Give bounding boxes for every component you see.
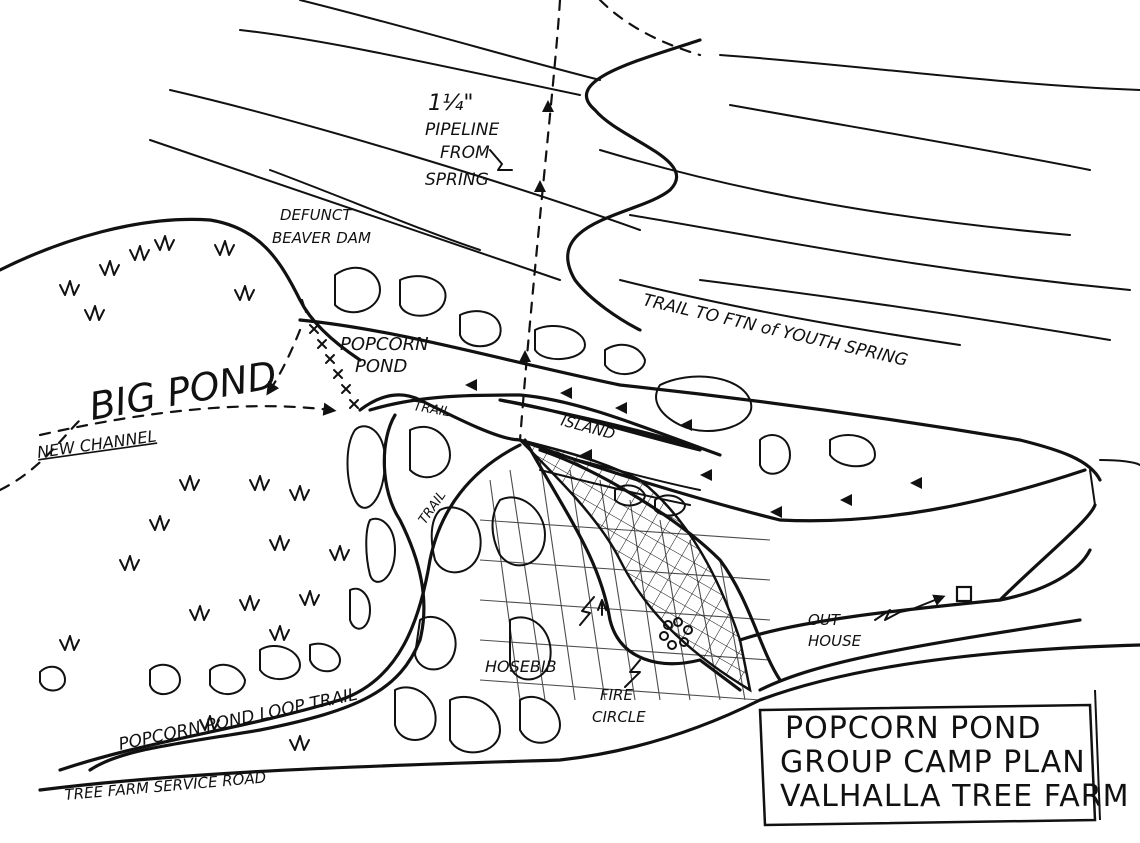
pipeline-label-1: PIPELINE: [425, 120, 499, 140]
hillside-contours: [149, 0, 1140, 346]
vegetation-blobs: [39, 266, 876, 754]
fire-circle-label-1: FIRE: [600, 686, 633, 704]
outhouse-label-1: OUT: [808, 611, 842, 629]
title-line-1: POPCORN POND: [785, 711, 1041, 746]
hosebib-icon: [597, 599, 607, 616]
loop-trail-label: POPCORN POND LOOP TRAIL: [117, 685, 359, 755]
pipeline: [489, 0, 562, 442]
camp-trail-west: [88, 413, 426, 772]
big-pond-label: BIG POND: [86, 353, 280, 429]
fire-circle-icon: [659, 617, 693, 650]
beaver-dam: [301, 299, 359, 409]
beaver-dam-label-2: BEAVER DAM: [272, 229, 371, 247]
hosebib-label: HOSEBIB: [485, 657, 557, 676]
service-road-upper: [738, 548, 1092, 642]
trail-label-a: TRAIL: [412, 399, 451, 420]
service-road-label: TREE FARM SERVICE ROAD: [64, 768, 267, 804]
popcorn-pond-label-1: POPCORN: [340, 334, 429, 355]
camp-area: [515, 437, 752, 693]
grass-tuft-icon: [59, 235, 350, 751]
fire-circle-label-2: CIRCLE: [592, 708, 646, 726]
title-line-2: GROUP CAMP PLAN: [780, 745, 1086, 780]
outhouse-label-2: HOUSE: [808, 632, 862, 650]
trail-to-spring: [298, 318, 1102, 482]
pipeline-size-label: 1¼": [428, 91, 473, 116]
popcorn-pond-label-2: POND: [355, 356, 407, 377]
new-channel-label: NEW CHANNEL: [36, 426, 158, 462]
pipeline-label-2: FROM: [440, 143, 490, 163]
ravine: [566, 38, 702, 332]
camp-trail-inner: [58, 443, 522, 772]
title-line-3: VALHALLA TREE FARM: [780, 779, 1129, 814]
pipeline-label-3: SPRING: [425, 170, 489, 190]
big-pond-shore: [0, 217, 362, 362]
outhouse-icon: [955, 585, 973, 603]
island-trail: [358, 393, 522, 442]
beaver-dam-label-1: DEFUNCT: [280, 206, 353, 224]
title-box: [758, 689, 1101, 827]
service-road: [38, 643, 1140, 792]
